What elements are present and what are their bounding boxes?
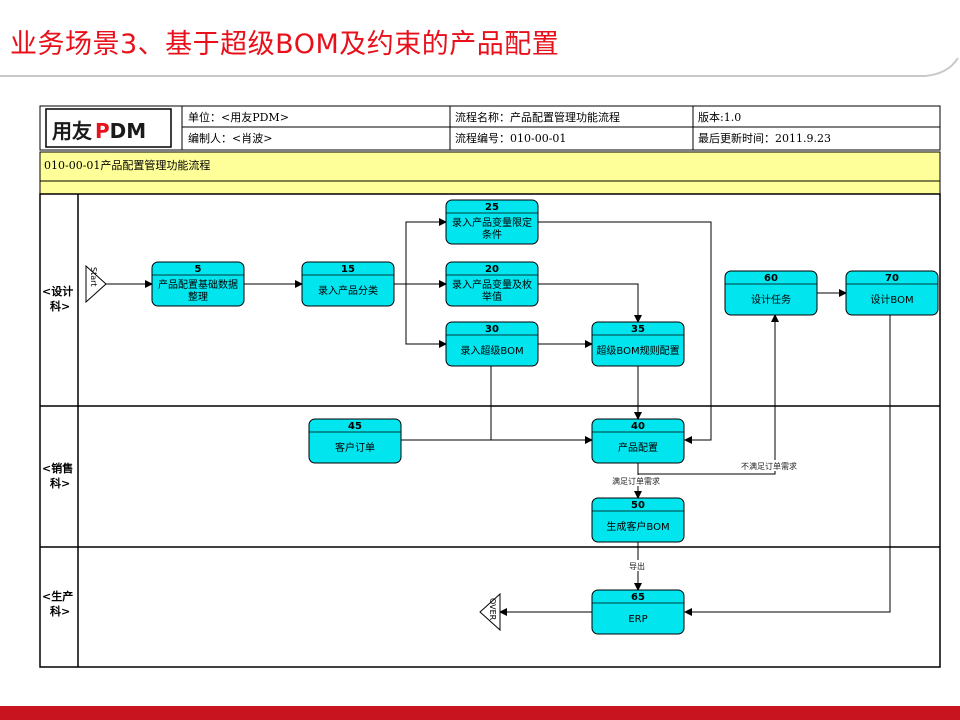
process-box-15: 15 录入产品分类	[301, 261, 395, 307]
process-box-35-label: 超级BOM规则配置	[596, 344, 679, 357]
process-box-50-shape	[591, 497, 685, 543]
process-box-40-number: 40	[631, 421, 645, 432]
process-box-60: 60 设计任务	[724, 270, 818, 316]
lane-production-line1: <生产	[42, 589, 73, 603]
process-box-65-number: 65	[631, 592, 645, 603]
start-terminator: Start	[85, 264, 107, 304]
header-unit: 单位：<用友PDM>	[188, 110, 289, 124]
process-box-20-label: 举值	[482, 290, 502, 303]
flow-40-to-60	[637, 314, 779, 475]
title-underline-curve	[0, 57, 959, 77]
process-box-40-shape	[591, 418, 685, 464]
process-box-60-number: 60	[764, 273, 778, 284]
lane-production-line2: 科>	[50, 604, 70, 618]
process-box-40: 40 产品配置	[591, 418, 685, 464]
process-box-35-number: 35	[631, 324, 645, 335]
process-box-5-label: 产品配置基础数据	[158, 278, 238, 291]
svg-text:用友PDM: 用友PDM	[52, 119, 146, 143]
process-box-60-label: 设计任务	[751, 293, 791, 306]
header-updated: 最后更新时间：2011.9.23	[698, 131, 831, 145]
process-box-25-label: 录入产品变量限定	[452, 216, 532, 229]
process-box-30-shape	[445, 321, 539, 367]
condition-satisfy: 满足订单需求	[612, 476, 660, 486]
condition-export: 导出	[629, 561, 645, 571]
process-box-70-number: 70	[885, 273, 899, 284]
process-box-45-shape	[308, 418, 402, 464]
process-box-5-number: 5	[195, 264, 202, 275]
process-box-30-number: 30	[485, 324, 499, 335]
flow-title-band: 010-00-01产品配置管理功能流程	[39, 151, 941, 195]
header-process-no: 流程编号：010-00-01	[455, 131, 566, 145]
flow-15-branch	[394, 218, 447, 285]
process-box-15-label: 录入产品分类	[318, 284, 378, 297]
logo-p: P	[95, 119, 110, 143]
flow-70-to-65	[684, 315, 891, 616]
connectors	[106, 218, 891, 616]
process-box-70: 70 设计BOM	[845, 270, 939, 316]
process-box-50-label: 生成客户BOM	[606, 520, 669, 533]
slide-title: 业务场景3、基于超级BOM及约束的产品配置	[10, 29, 560, 60]
logo-dm: DM	[110, 119, 147, 143]
logo-prefix: 用友	[52, 119, 92, 143]
flow-25-to-40	[538, 221, 712, 444]
process-box-45-number: 45	[348, 421, 362, 432]
process-box-45: 45 客户订单	[308, 418, 402, 464]
process-box-70-shape	[845, 270, 939, 316]
over-terminator: OVER	[479, 592, 501, 632]
lane-design-line2: 科>	[50, 299, 70, 313]
process-box-50-number: 50	[631, 500, 645, 511]
condition-not-satisfy: 不满足订单需求	[741, 461, 797, 471]
process-box-25-shape	[445, 199, 539, 245]
bottom-red-bar	[0, 706, 960, 720]
process-box-15-number: 15	[341, 264, 355, 275]
process-box-70-label: 设计BOM	[870, 293, 913, 306]
process-box-50: 50 生成客户BOM	[591, 497, 685, 543]
lane-sales-line2: 科>	[50, 476, 70, 490]
process-box-45-label: 客户订单	[335, 441, 375, 454]
process-box-25-number: 25	[485, 202, 499, 213]
process-box-20-shape	[445, 261, 539, 307]
start-label: Start	[89, 267, 98, 287]
header-version: 版本:1.0	[698, 110, 741, 124]
process-box-5-label: 整理	[188, 290, 208, 303]
process-box-20-number: 20	[485, 264, 499, 275]
header-table: 单位：<用友PDM> 编制人：<肖波> 流程名称：产品配置管理功能流程 流程编号…	[39, 105, 941, 151]
process-box-65-label: ERP	[628, 614, 647, 625]
process-box-25-label: 条件	[482, 228, 502, 241]
process-box-65-shape	[591, 589, 685, 635]
lane-design-line1: <设计	[42, 284, 73, 298]
process-box-60-shape	[724, 270, 818, 316]
process-box-5-shape	[151, 261, 245, 307]
flow-20-to-35	[538, 283, 642, 323]
header-editor: 编制人：<肖波>	[188, 131, 272, 145]
process-box-35-shape	[591, 321, 685, 367]
process-box-35: 35 超级BOM规则配置	[591, 321, 685, 367]
process-box-40-label: 产品配置	[618, 441, 658, 454]
over-label: OVER	[488, 598, 497, 621]
process-box-30: 30 录入超级BOM	[445, 321, 539, 367]
flow-title: 010-00-01产品配置管理功能流程	[44, 158, 210, 172]
process-box-30-label: 录入超级BOM	[460, 344, 523, 357]
flow-15-to-30	[405, 284, 447, 348]
process-box-20-label: 录入产品变量及枚	[452, 278, 532, 291]
header-process-name: 流程名称：产品配置管理功能流程	[455, 110, 620, 124]
process-box-15-shape	[301, 261, 395, 307]
lane-sales-line1: <销售	[42, 461, 73, 475]
